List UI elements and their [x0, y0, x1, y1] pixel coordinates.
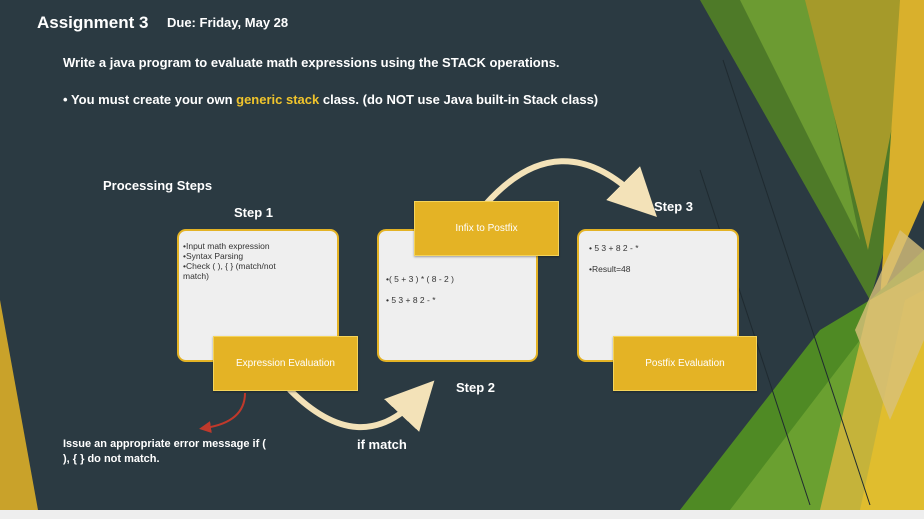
step1-line: •Input math expression [183, 241, 270, 251]
step2-line: •( 5 + 3 ) * ( 8 - 2 ) [386, 274, 454, 284]
step2-text: •( 5 + 3 ) * ( 8 - 2 ) • 5 3 + 8 2 - * [386, 274, 454, 305]
error-arrow [199, 392, 246, 434]
step3-line: • 5 3 + 8 2 - * [589, 243, 639, 253]
arrow-step2-to-step3 [482, 158, 657, 217]
bullet-text-after: class. (do NOT use Java built-in Stack c… [319, 92, 599, 107]
step2-line: • 5 3 + 8 2 - * [386, 295, 436, 305]
top-right-gold-shape [880, 0, 924, 300]
step3-line: •Result=48 [589, 264, 631, 274]
error-note-line: Issue an appropriate error message if ( [63, 438, 266, 450]
step1-text: •Input math expression •Syntax Parsing •… [183, 241, 276, 281]
due-date: Due: Friday, May 28 [167, 15, 289, 30]
expression-evaluation-tag: Expression Evaluation [213, 336, 358, 391]
requirement-bullet: • You must create your own generic stack… [63, 92, 598, 107]
step1-line: •Check ( ), { } (match/not [183, 261, 276, 271]
step3-text: • 5 3 + 8 2 - * •Result=48 [589, 243, 639, 274]
step1-label: Step 1 [234, 205, 274, 220]
bullet-marker: • [63, 92, 68, 107]
postfix-evaluation-tag: Postfix Evaluation [613, 336, 757, 391]
processing-steps-title: Processing Steps [103, 178, 213, 193]
error-note-line: ), { } do not match. [63, 453, 160, 465]
if-match-label: if match [357, 437, 407, 452]
page-title: Assignment 3 [37, 13, 149, 32]
bottom-right-pale-shape [855, 230, 924, 420]
error-note: Issue an appropriate error message if ( … [63, 437, 266, 467]
bullet-highlight: generic stack [236, 92, 320, 107]
step2-label: Step 2 [456, 380, 496, 395]
intro-text: Write a java program to evaluate math ex… [63, 55, 560, 70]
left-gold-triangle [0, 300, 38, 510]
step1-line: •Syntax Parsing [183, 251, 244, 261]
step3-label: Step 3 [654, 199, 694, 214]
infix-to-postfix-tag: Infix to Postfix [414, 201, 559, 256]
bullet-text-before: You must create your own [70, 92, 237, 107]
top-right-light-green-shape [740, 0, 860, 240]
top-right-olive-shape [805, 0, 905, 250]
bottom-strip [0, 510, 924, 519]
step1-line: match) [183, 271, 209, 281]
decor-line-1 [722, 59, 871, 506]
arrow-step1-to-step2 [287, 380, 435, 432]
